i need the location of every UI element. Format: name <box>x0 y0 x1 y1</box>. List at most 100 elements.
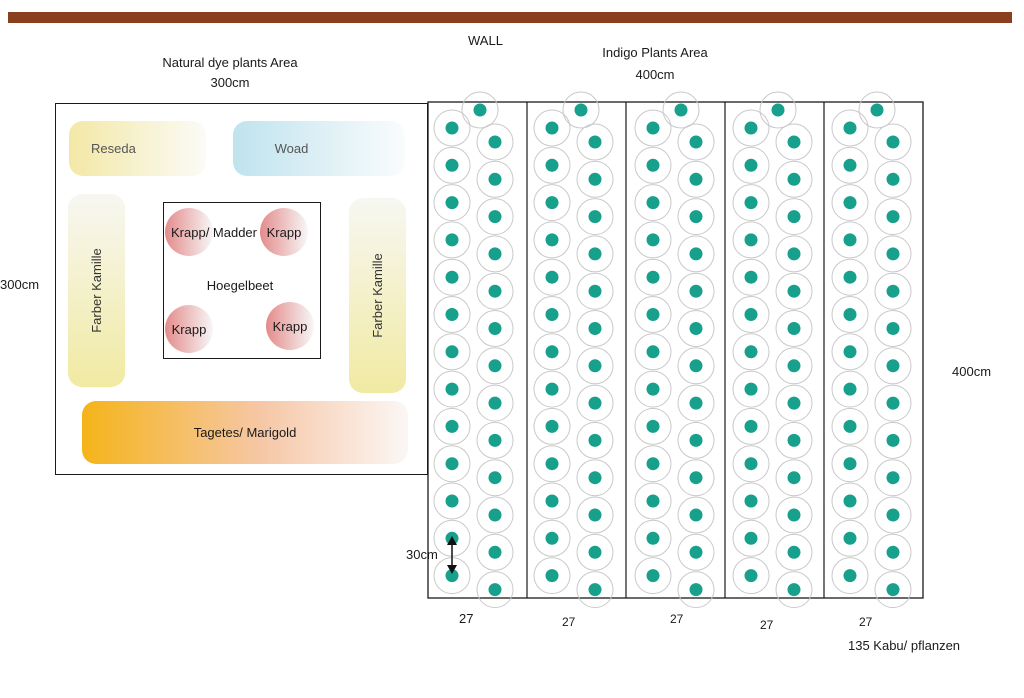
indigo-plant <box>775 347 813 385</box>
indigo-plant <box>533 482 571 520</box>
indigo-plant <box>433 407 471 445</box>
indigo-plant <box>831 109 869 147</box>
arrow-up-icon <box>447 536 457 545</box>
indigo-plant <box>576 310 614 347</box>
indigo-plant <box>874 123 912 161</box>
indigo-plant <box>677 235 715 273</box>
indigo-plant <box>874 533 912 571</box>
indigo-plant <box>533 296 571 333</box>
indigo-plant <box>775 496 813 534</box>
indigo-plant <box>476 384 514 422</box>
indigo-plant <box>732 296 770 333</box>
indigo-plant <box>634 221 672 259</box>
indigo-plant <box>732 445 770 483</box>
indigo-plant <box>634 296 672 333</box>
indigo-plant <box>433 333 471 371</box>
indigo-plant <box>831 445 869 483</box>
column-count-3: 27 <box>670 612 684 626</box>
indigo-plant <box>533 519 571 557</box>
tagetes-label: Tagetes/ Marigold <box>193 425 297 440</box>
indigo-plant <box>576 347 614 385</box>
indigo-plant <box>576 123 614 161</box>
indigo-plant <box>634 519 672 557</box>
indigo-plant <box>732 333 770 371</box>
indigo-plant <box>433 184 471 222</box>
spacing-label: 30cm <box>406 547 438 562</box>
indigo-plant <box>576 571 614 609</box>
krapp-plant: Krapp <box>266 302 314 350</box>
indigo-plant <box>677 310 715 347</box>
indigo-plant <box>732 146 770 184</box>
indigo-plant <box>461 91 499 129</box>
indigo-plant <box>533 221 571 259</box>
arrow-down-icon <box>447 565 457 574</box>
indigo-plant <box>576 459 614 497</box>
indigo-plant <box>775 123 813 161</box>
indigo-plant <box>433 445 471 483</box>
indigo-plant <box>433 370 471 408</box>
krapp-label: Krapp <box>272 318 308 334</box>
indigo-plant <box>732 258 770 296</box>
indigo-plant <box>476 310 514 347</box>
indigo-plant <box>775 384 813 422</box>
reseda-bed: Reseda <box>69 121 206 176</box>
total-plants-label: 135 Kabu/ pflanzen <box>848 638 961 653</box>
indigo-plant <box>732 109 770 147</box>
indigo-plant <box>775 310 813 347</box>
krapp-plant: Krapp <box>165 305 213 353</box>
indigo-plant <box>576 198 614 236</box>
indigo-plant <box>732 407 770 445</box>
indigo-plant <box>732 370 770 408</box>
indigo-plant <box>476 421 514 459</box>
indigo-plant <box>476 571 514 609</box>
column-count-4: 27 <box>760 618 774 632</box>
indigo-plant <box>533 557 571 595</box>
indigo-plant <box>775 272 813 310</box>
indigo-plant <box>874 160 912 198</box>
indigo-plant <box>562 91 600 129</box>
indigo-plant <box>634 445 672 483</box>
indigo-plant <box>634 333 672 371</box>
indigo-plant <box>831 370 869 408</box>
indigo-plant <box>576 160 614 198</box>
indigo-plant <box>634 482 672 520</box>
hoegelbeet-box <box>163 202 321 359</box>
indigo-plant <box>775 571 813 609</box>
farber-kamille-left-bed: Farber Kamille <box>68 194 125 387</box>
indigo-plant <box>732 221 770 259</box>
indigo-plant <box>677 459 715 497</box>
indigo-plant <box>874 421 912 459</box>
krapp-plant: Krapp/ Madder <box>165 208 257 256</box>
indigo-plant <box>759 91 797 129</box>
dye-area-height: 300cm <box>0 277 40 292</box>
indigo-plant <box>874 384 912 422</box>
hoegelbeet-label: Hoegelbeet <box>206 278 274 293</box>
indigo-plant <box>533 184 571 222</box>
indigo-area-height: 400cm <box>952 364 992 379</box>
indigo-plant <box>677 384 715 422</box>
column-count-5: 27 <box>859 615 873 629</box>
indigo-plant <box>533 258 571 296</box>
indigo-plant <box>831 258 869 296</box>
indigo-plant <box>677 421 715 459</box>
indigo-plant <box>677 347 715 385</box>
wall-label: WALL <box>468 33 503 48</box>
dye-area-width: 300cm <box>210 75 250 90</box>
indigo-plant <box>476 347 514 385</box>
krapp-madder-label: Krapp/ Madder <box>171 224 257 240</box>
indigo-plant <box>533 370 571 408</box>
indigo-plant <box>634 109 672 147</box>
indigo-plant <box>874 496 912 534</box>
tagetes-bed: Tagetes/ Marigold <box>82 401 408 464</box>
woad-label: Woad <box>274 141 309 156</box>
indigo-plant <box>576 496 614 534</box>
indigo-plant <box>533 146 571 184</box>
indigo-plant <box>634 146 672 184</box>
indigo-plant <box>874 347 912 385</box>
indigo-plant <box>831 407 869 445</box>
indigo-plant <box>476 496 514 534</box>
farber-kamille-right-bed: Farber Kamille <box>349 198 406 393</box>
indigo-plant <box>634 407 672 445</box>
indigo-plant <box>476 459 514 497</box>
krapp-plant: Krapp <box>260 208 308 256</box>
